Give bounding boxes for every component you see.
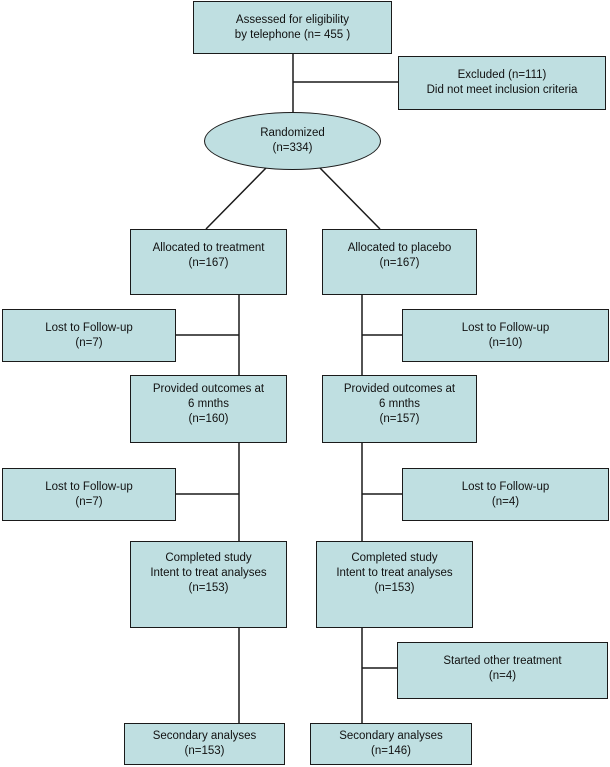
started-other-treatment-line-2: (n=4) xyxy=(488,670,517,682)
allocated-treatment-box: Allocated to treatment (n=167) xyxy=(130,229,287,295)
allocated-placebo-line-1: Allocated to placebo xyxy=(347,242,452,254)
randomized-line-1: Randomized xyxy=(260,127,325,139)
eligibility-box: Assessed for eligibility by telephone (n… xyxy=(193,1,392,54)
completed-treatment-line-2: Intent to treat analyses xyxy=(150,567,267,579)
allocated-placebo-box: Allocated to placebo (n=167) xyxy=(322,229,477,295)
outcomes-treatment-box: Provided outcomes at 6 mnths (n=160) xyxy=(130,375,287,443)
started-other-treatment-line-1: Started other treatment xyxy=(443,655,562,667)
completed-placebo-line-3: (n=153) xyxy=(374,582,415,594)
outcomes-placebo-line-1: Provided outcomes at xyxy=(343,383,456,395)
secondary-treatment-box: Secondary analyses (n=153) xyxy=(124,723,285,765)
completed-placebo-line-1: Completed study xyxy=(351,552,438,564)
connector-randomized-placebo xyxy=(319,167,381,230)
lost-followup-1-placebo-line-2: (n=10) xyxy=(488,337,523,349)
secondary-treatment-line-1: Secondary analyses xyxy=(152,730,257,742)
lost-followup-2-placebo-line-1: Lost to Follow-up xyxy=(461,481,550,493)
lost-followup-2-treatment-line-1: Lost to Follow-up xyxy=(45,481,133,493)
excluded-line-1: Excluded (n=111) xyxy=(457,69,547,81)
lost-followup-2-treatment-box: Lost to Follow-up (n=7) xyxy=(2,468,176,521)
secondary-placebo-line-1: Secondary analyses xyxy=(339,730,443,742)
outcomes-placebo-line-3: (n=157) xyxy=(379,413,420,425)
randomized-oval: Randomized (n=334) xyxy=(204,112,381,170)
eligibility-line-2: by telephone (n= 455 ) xyxy=(234,29,351,41)
allocated-placebo-line-2: (n=167) xyxy=(379,257,420,269)
completed-treatment-line-1: Completed study xyxy=(165,552,252,564)
completed-treatment-line-3: (n=153) xyxy=(188,582,229,594)
lost-followup-1-treatment-line-1: Lost to Follow-up xyxy=(45,322,133,334)
lost-followup-1-placebo-box: Lost to Follow-up (n=10) xyxy=(402,309,609,362)
outcomes-treatment-line-1: Provided outcomes at xyxy=(152,383,265,395)
started-other-treatment-box: Started other treatment (n=4) xyxy=(397,642,608,699)
secondary-treatment-line-2: (n=153) xyxy=(184,745,225,757)
excluded-line-2: Did not meet inclusion criteria xyxy=(426,84,578,96)
lost-followup-1-placebo-line-1: Lost to Follow-up xyxy=(461,322,550,334)
outcomes-treatment-line-2: 6 mnths xyxy=(188,398,229,410)
randomized-line-2: (n=334) xyxy=(272,142,313,154)
connector-randomized-treatment xyxy=(205,167,267,230)
lost-followup-2-placebo-box: Lost to Follow-up (n=4) xyxy=(402,468,609,521)
allocated-treatment-line-2: (n=167) xyxy=(188,257,229,269)
outcomes-placebo-line-2: 6 mnths xyxy=(379,398,420,410)
secondary-placebo-line-2: (n=146) xyxy=(371,745,411,757)
lost-followup-1-treatment-line-2: (n=7) xyxy=(75,337,103,349)
allocated-treatment-line-1: Allocated to treatment xyxy=(152,242,265,254)
outcomes-placebo-box: Provided outcomes at 6 mnths (n=157) xyxy=(322,375,477,443)
completed-placebo-line-2: Intent to treat analyses xyxy=(336,567,453,579)
outcomes-treatment-line-3: (n=160) xyxy=(188,413,229,425)
secondary-placebo-box: Secondary analyses (n=146) xyxy=(310,723,472,765)
excluded-box: Excluded (n=111) Did not meet inclusion … xyxy=(398,56,606,110)
completed-treatment-box: Completed study Intent to treat analyses… xyxy=(130,541,287,628)
lost-followup-2-treatment-line-2: (n=7) xyxy=(75,496,103,508)
lost-followup-2-placebo-line-2: (n=4) xyxy=(491,496,520,508)
lost-followup-1-treatment-box: Lost to Follow-up (n=7) xyxy=(2,309,176,362)
eligibility-line-1: Assessed for eligibility xyxy=(235,14,350,26)
completed-placebo-box: Completed study Intent to treat analyses… xyxy=(316,541,473,628)
